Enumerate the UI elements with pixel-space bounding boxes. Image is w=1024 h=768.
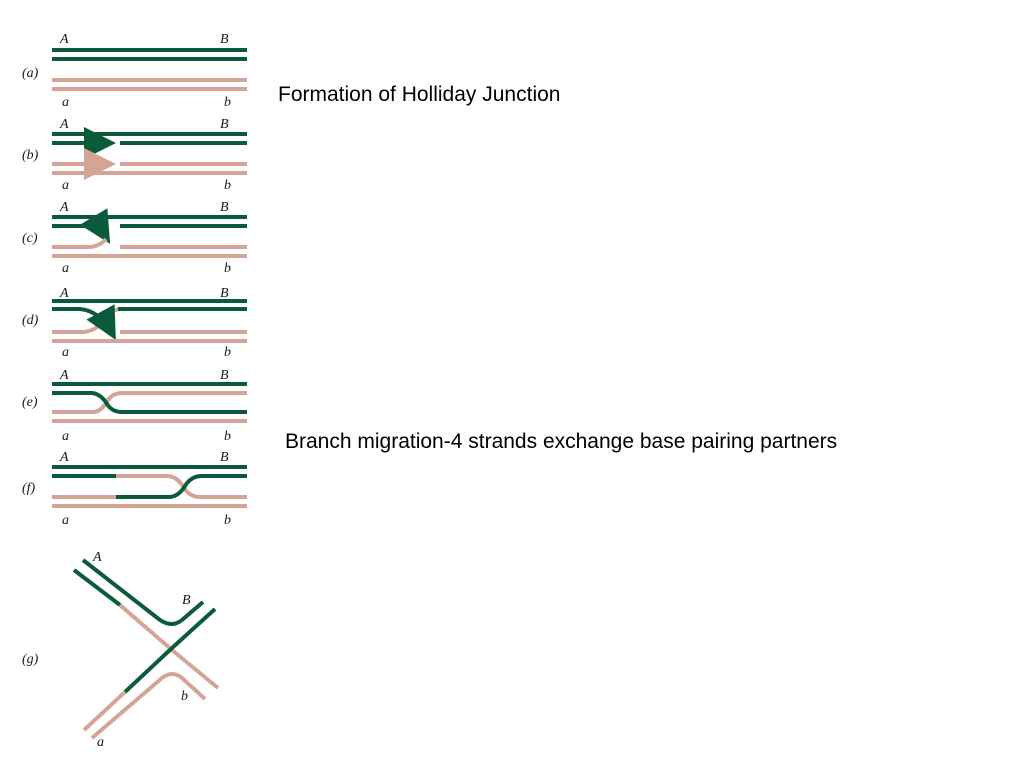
label-b: b — [224, 261, 231, 276]
caption-branch-migration: Branch migration-4 strands exchange base… — [285, 430, 838, 453]
label-a: a — [62, 178, 69, 193]
label-a: a — [62, 345, 69, 360]
label-A: A — [59, 286, 69, 301]
label-A: A — [59, 450, 69, 465]
panel-d: (d) A B a b — [22, 286, 247, 360]
label-A: A — [59, 200, 69, 215]
pink-strand-nicked — [52, 237, 108, 249]
label-B: B — [220, 286, 229, 301]
label-a: a — [97, 735, 104, 750]
label-b: b — [224, 178, 231, 193]
label-b: b — [224, 95, 231, 110]
label-b: b — [224, 429, 231, 444]
label-A: A — [59, 368, 69, 383]
pink-strand-heteroduplex — [116, 474, 247, 499]
panel-c: (c) A B a b — [22, 200, 247, 276]
green-strand-crossing — [52, 391, 247, 414]
label-B: B — [182, 593, 191, 608]
panel-c-label: (c) — [22, 231, 38, 246]
panel-g: (g) A B b a — [22, 550, 220, 750]
label-a: a — [62, 95, 69, 110]
pink-strand-crossing — [52, 307, 247, 334]
label-B: B — [220, 450, 229, 465]
panel-b: (b) A B a b — [22, 117, 247, 193]
panel-d-label: (d) — [22, 313, 39, 328]
label-B: B — [220, 32, 229, 47]
caption-formation-holliday-junction: Formation of Holliday Junction — [278, 83, 561, 106]
panel-a: (a) A B a b — [22, 32, 247, 110]
label-a: a — [62, 429, 69, 444]
pink-strand-crossing — [52, 391, 247, 414]
green-strand-heteroduplex — [116, 474, 247, 499]
panel-b-label: (b) — [22, 148, 39, 163]
label-a: a — [62, 513, 69, 528]
panel-e: (e) A B a b — [22, 368, 247, 444]
label-A: A — [92, 550, 102, 565]
green-strand-outer — [81, 558, 205, 626]
label-a: a — [62, 261, 69, 276]
label-b: b — [224, 513, 231, 528]
label-B: B — [220, 200, 229, 215]
pink-strand-outer — [90, 672, 207, 740]
green-strand-crossing — [52, 304, 116, 341]
green-strand-inner — [72, 568, 122, 607]
label-B: B — [220, 368, 229, 383]
label-B: B — [220, 117, 229, 132]
panel-f-label: (f) — [22, 481, 36, 496]
panel-e-label: (e) — [22, 395, 38, 410]
green-strand-crossing — [123, 607, 217, 694]
panel-f: (f) A B a b — [22, 450, 247, 528]
panel-a-label: (a) — [22, 66, 39, 81]
label-b: b — [181, 689, 188, 704]
label-A: A — [59, 32, 69, 47]
pink-strand — [82, 690, 127, 732]
green-strand-invading — [52, 208, 111, 244]
label-A: A — [59, 117, 69, 132]
panel-g-label: (g) — [22, 652, 39, 667]
label-b: b — [224, 345, 231, 360]
